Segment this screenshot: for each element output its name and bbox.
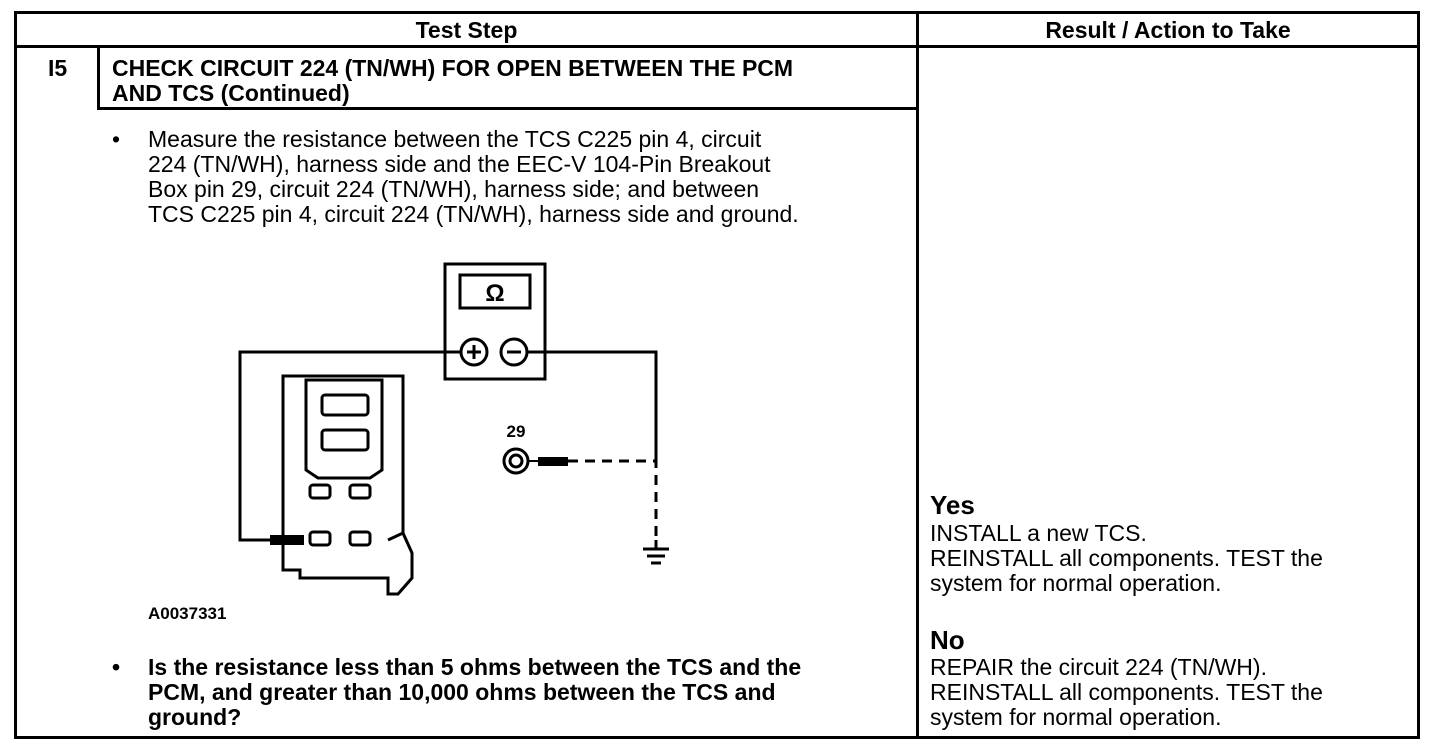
step-title-line-2: AND TCS (Continued) bbox=[112, 80, 350, 106]
figure-id: A0037331 bbox=[148, 604, 226, 623]
header-result: Result / Action to Take bbox=[1045, 17, 1291, 43]
measure-line-3: Box pin 29, circuit 224 (TN/WH), harness… bbox=[148, 176, 760, 202]
yes-line-2: REINSTALL all components. TEST the bbox=[930, 545, 1323, 571]
tcs-connector bbox=[281, 374, 414, 596]
no-line-1: REPAIR the circuit 224 (TN/WH). bbox=[930, 654, 1267, 680]
header-test-step: Test Step bbox=[415, 17, 518, 43]
question-line-1: Is the resistance less than 5 ohms betwe… bbox=[148, 654, 802, 680]
step-id: I5 bbox=[48, 55, 68, 81]
question-line-3: ground? bbox=[148, 704, 242, 730]
procedure-table bbox=[14, 11, 1420, 739]
no-heading: No bbox=[930, 625, 965, 655]
column-divider bbox=[916, 11, 919, 739]
measure-line-4: TCS C225 pin 4, circuit 224 (TN/WH), har… bbox=[148, 201, 799, 227]
ohmmeter-body bbox=[443, 262, 547, 381]
question-bullet: • bbox=[112, 654, 121, 680]
measure-line-2: 224 (TN/WH), harness side and the EEC-V … bbox=[148, 151, 771, 177]
measure-bullet: • bbox=[112, 126, 121, 152]
yes-line-3: system for normal operation. bbox=[930, 570, 1222, 596]
step-title-line-1: CHECK CIRCUIT 224 (TN/WH) FOR OPEN BETWE… bbox=[112, 55, 794, 81]
breakout-pin-29 bbox=[502, 447, 530, 475]
header-divider bbox=[14, 45, 1420, 48]
negative-lead bbox=[527, 350, 658, 460]
ground-symbol-icon bbox=[643, 540, 669, 565]
no-line-2: REINSTALL all components. TEST the bbox=[930, 679, 1323, 705]
pin-label: 29 bbox=[507, 422, 526, 441]
positive-lead bbox=[238, 350, 461, 542]
measure-line-1: Measure the resistance between the TCS C… bbox=[148, 126, 762, 152]
step-title-divider bbox=[97, 107, 919, 110]
ohmmeter-display bbox=[458, 273, 532, 310]
yes-heading: Yes bbox=[930, 490, 975, 520]
no-line-3: system for normal operation. bbox=[930, 704, 1222, 730]
question-line-2: PCM, and greater than 10,000 ohms betwee… bbox=[148, 679, 776, 705]
ground-lead bbox=[568, 459, 658, 545]
yes-line-1: INSTALL a new TCS. bbox=[930, 520, 1147, 546]
step-id-divider bbox=[97, 45, 100, 109]
meter-symbol: Ω bbox=[485, 280, 504, 307]
